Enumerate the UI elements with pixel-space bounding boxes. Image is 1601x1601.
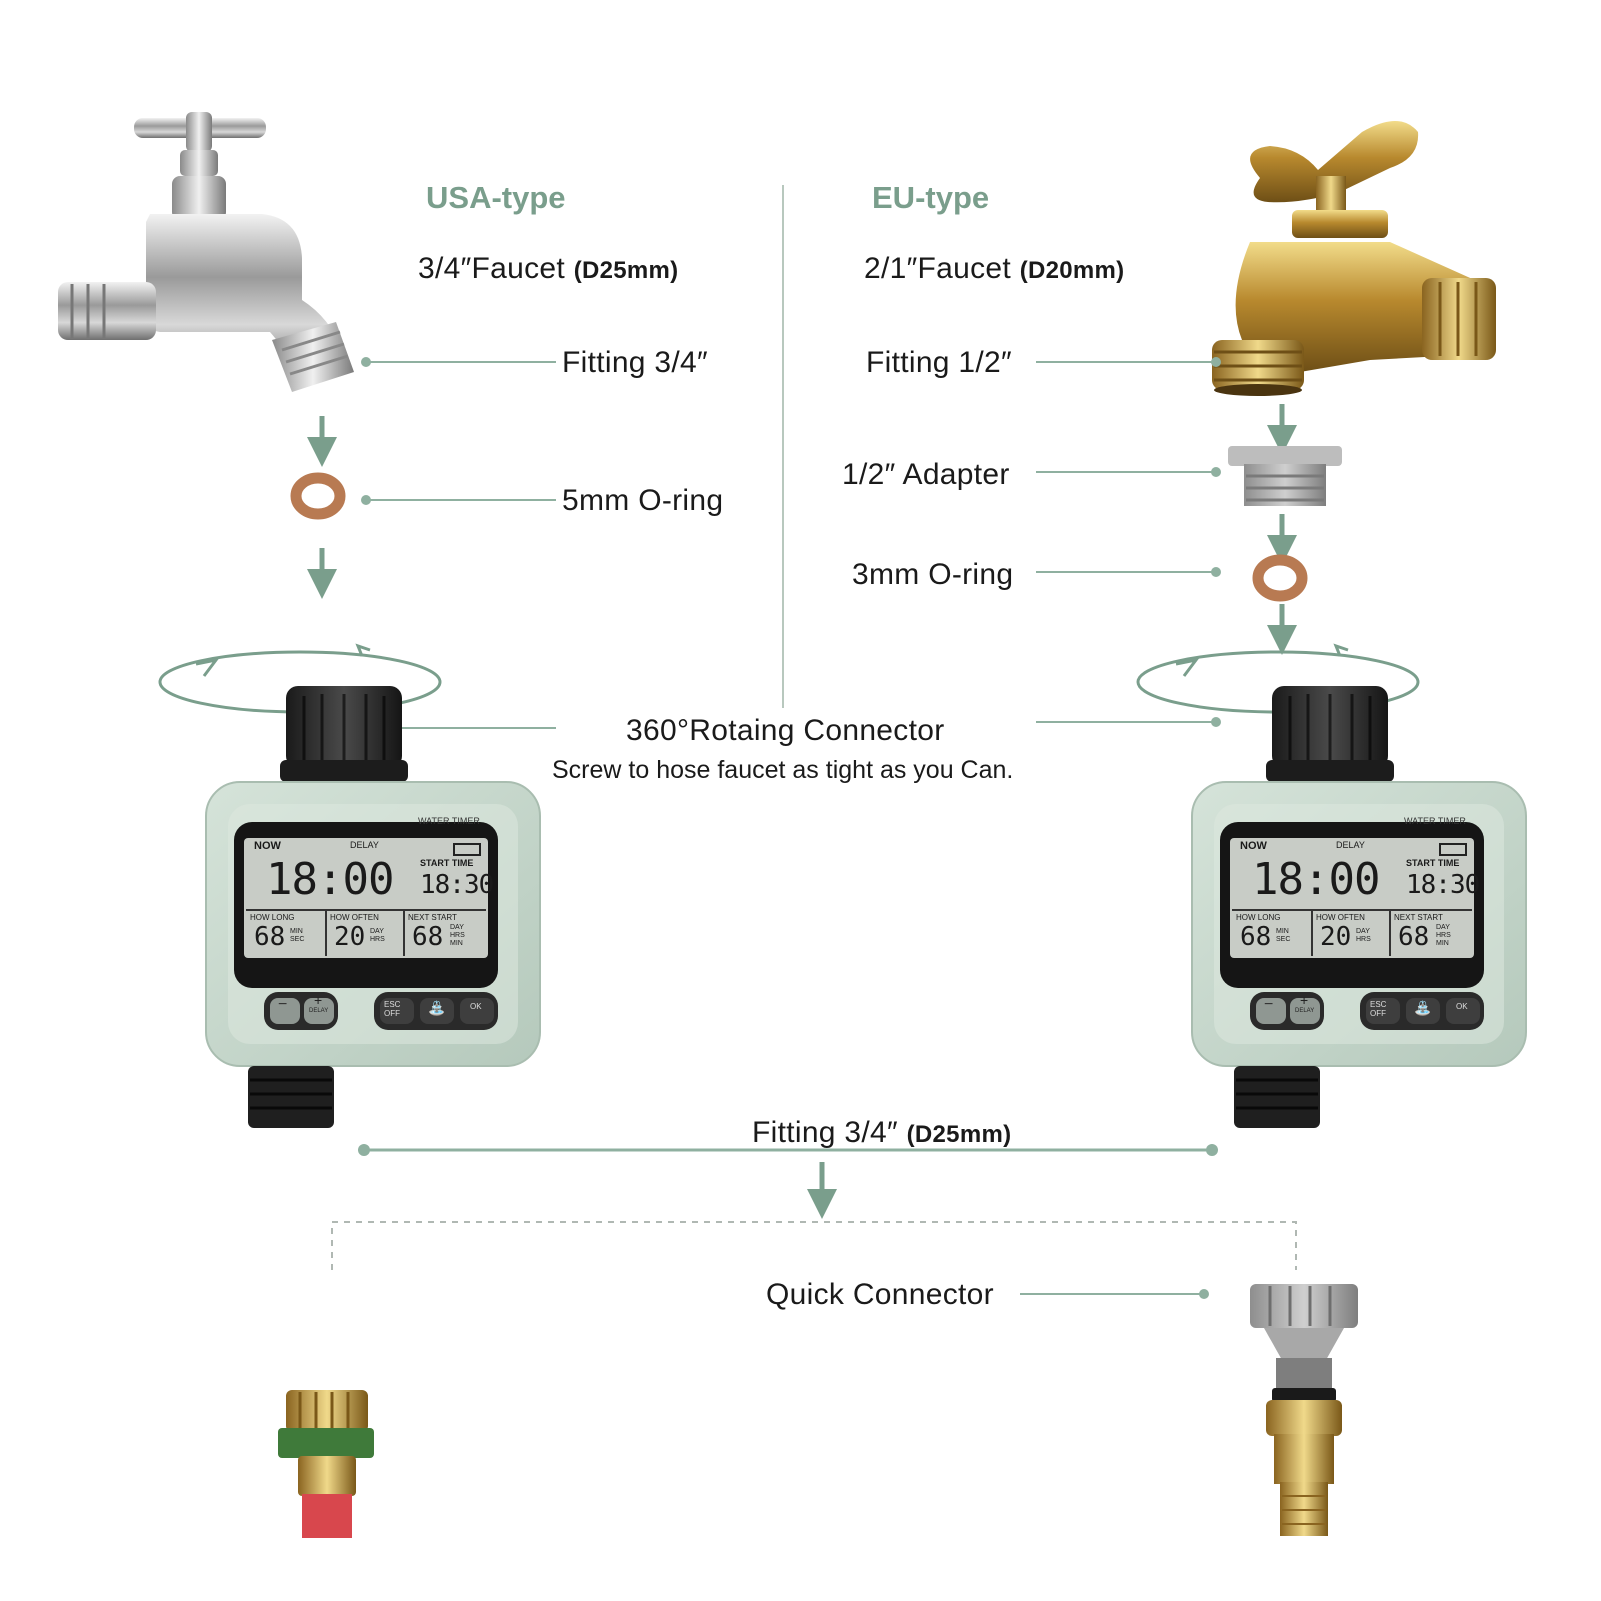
eu-faucet-text: 2/1″Faucet bbox=[864, 252, 1012, 285]
usa-delay-button-label: DELAY bbox=[309, 1008, 329, 1014]
eu-clock: 18:00 bbox=[1252, 854, 1380, 905]
usa-nextstart-label: NEXT START bbox=[408, 913, 457, 922]
bottom-fitting-text: Fitting 3/4″ bbox=[752, 1116, 898, 1149]
usa-howoften-label: HOW OFTEN bbox=[330, 913, 379, 922]
eu-now: NOW bbox=[1240, 840, 1267, 852]
usa-start-time: 18:30 bbox=[420, 870, 494, 900]
connector-title: 360°Rotaing Connector bbox=[626, 714, 945, 747]
usa-faucet-size: (D25mm) bbox=[573, 257, 679, 284]
usa-brand: WATER TIMER bbox=[418, 816, 480, 826]
eu-ok-button[interactable]: OK bbox=[1456, 1002, 1468, 1011]
eu-quick-connector-image bbox=[1250, 1284, 1358, 1536]
usa-fitting-label: Fitting 3/4″ bbox=[562, 346, 708, 379]
eu-delay: DELAY bbox=[1336, 840, 1365, 850]
usa-howlong-value: 68 bbox=[254, 922, 286, 952]
eu-faucet-label: 2/1″Faucet (D20mm) bbox=[864, 252, 1124, 286]
usa-oring-image bbox=[290, 472, 346, 520]
usa-oring-label: 5mm O-ring bbox=[562, 484, 724, 517]
usa-timer-display: WATER TIMER NOW DELAY 18:00 START TIME 1… bbox=[206, 686, 540, 1128]
quick-connector-label: Quick Connector bbox=[766, 1278, 994, 1311]
eu-plus-button[interactable]: + bbox=[1300, 992, 1309, 1008]
eu-delay-button-label: DELAY bbox=[1295, 1008, 1315, 1014]
eu-fitting-label: Fitting 1/2″ bbox=[866, 346, 1012, 379]
dashed-bracket bbox=[331, 1221, 1297, 1270]
eu-start-time: 18:30 bbox=[1406, 870, 1480, 900]
eu-nextstart-label: NEXT START bbox=[1394, 913, 1443, 922]
usa-howoften-value: 20 bbox=[334, 922, 366, 952]
usa-nextstart-value: 68 bbox=[412, 922, 444, 952]
eu-howoften-label: HOW OFTEN bbox=[1316, 913, 1365, 922]
eu-start-label: START TIME bbox=[1406, 858, 1460, 868]
bottom-fitting-label: Fitting 3/4″ (D25mm) bbox=[752, 1116, 1011, 1150]
usa-clock: 18:00 bbox=[266, 854, 394, 905]
eu-adapter-label: 1/2″ Adapter bbox=[842, 458, 1010, 491]
eu-water-button-icon[interactable]: ⛲ bbox=[1414, 1000, 1432, 1016]
usa-type-heading: USA-type bbox=[426, 180, 566, 215]
eu-oring-image bbox=[1252, 554, 1308, 602]
eu-faucet-size: (D20mm) bbox=[1019, 257, 1125, 284]
bottom-fitting-size: (D25mm) bbox=[906, 1121, 1012, 1148]
usa-plus-button[interactable]: + bbox=[314, 992, 323, 1008]
eu-nextstart-value: 68 bbox=[1398, 922, 1430, 952]
usa-faucet-label: 3/4″Faucet (D25mm) bbox=[418, 252, 678, 286]
eu-faucet-image bbox=[1212, 121, 1496, 396]
usa-ok-button[interactable]: OK bbox=[470, 1002, 482, 1011]
usa-delay: DELAY bbox=[350, 840, 379, 850]
eu-brand: WATER TIMER bbox=[1404, 816, 1466, 826]
eu-minus-button[interactable]: − bbox=[1264, 996, 1274, 1013]
usa-now: NOW bbox=[254, 840, 281, 852]
usa-start-label: START TIME bbox=[420, 858, 474, 868]
usa-howlong-label: HOW LONG bbox=[250, 913, 295, 922]
eu-timer-display: WATER TIMER NOW DELAY 18:00 START TIME 1… bbox=[1192, 686, 1526, 1128]
eu-oring-label: 3mm O-ring bbox=[852, 558, 1014, 591]
connector-subtitle: Screw to hose faucet as tight as you Can… bbox=[552, 756, 1014, 784]
eu-howlong-label: HOW LONG bbox=[1236, 913, 1281, 922]
usa-faucet-image bbox=[58, 112, 354, 392]
usa-faucet-text: 3/4″Faucet bbox=[418, 252, 566, 285]
eu-adapter-image bbox=[1228, 446, 1342, 506]
eu-howlong-value: 68 bbox=[1240, 922, 1272, 952]
eu-type-heading: EU-type bbox=[872, 180, 990, 215]
usa-water-button-icon[interactable]: ⛲ bbox=[428, 1000, 446, 1016]
usa-minus-button[interactable]: − bbox=[278, 996, 288, 1013]
eu-howoften-value: 20 bbox=[1320, 922, 1352, 952]
usa-hose-fitting-image bbox=[278, 1390, 374, 1538]
